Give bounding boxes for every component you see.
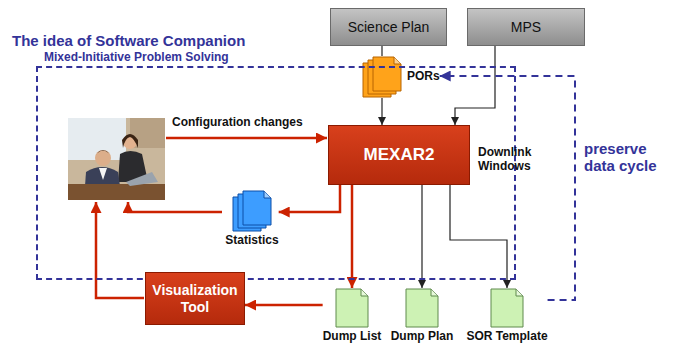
document-label: SOR Template [466,330,547,344]
document-sheet [243,191,271,225]
arrow-label: Configuration changes [172,115,303,129]
dashed-region: The idea of Software CompanionMixed-Init… [36,66,516,280]
connector [351,185,354,288]
photo-laptop [126,172,158,186]
photo-background [68,118,165,200]
sheet-body [373,57,401,91]
edge-label: Downlink Windows [478,146,552,174]
document-label: Statistics [225,234,278,248]
document-stack [232,190,272,232]
sheet-body [491,289,523,327]
process-box: MEXAR2 [328,125,470,185]
tool-box: Visualization Tool [145,272,245,325]
document-stack: PORs [362,56,440,98]
sheet-body [243,191,271,225]
connector [381,98,382,125]
woman-hair [122,134,138,148]
document-icon [405,288,439,328]
edge-label: preserve data cycle [584,140,658,175]
input-box: MPS [467,8,585,46]
connector [440,76,575,300]
document-sheet [336,289,368,327]
sheet-body [336,289,368,327]
connector [381,46,382,56]
document-stack: Statistics [225,190,278,248]
people-photo [68,118,165,200]
man-shirt [99,168,107,180]
document-icon [335,288,369,328]
sheet-fold [361,289,368,296]
sheet-body [406,289,438,327]
document-label: Dump Plan [391,330,454,344]
connector [450,185,507,288]
document-sheet [373,57,401,91]
document-label: Dump List [323,330,382,344]
edge-group [245,46,575,305]
document-icon: Dump List [323,288,382,344]
config-arrow [166,137,327,140]
visualization-arrow [96,202,144,298]
document-sheet [406,289,438,327]
sheet-fold [431,289,438,296]
statistics-arrow [128,202,222,212]
box-label: Visualization Tool [152,282,238,314]
box-label: MPS [511,19,541,35]
region-heading: The idea of Software Companion [12,32,245,49]
document-label: PORs [407,70,440,84]
man-head [95,150,111,166]
woman-head [123,135,137,149]
sheet-fold [264,191,271,198]
connector [421,185,422,288]
document-icon: Dump Plan [391,288,454,344]
sheet-fold [516,289,523,296]
photo-desk [68,184,165,200]
connector [455,46,495,125]
connector [279,185,340,212]
sheet-fold [394,57,401,64]
document-stack [362,56,402,98]
input-box: Science Plan [330,8,447,46]
connector [245,304,323,307]
document-icon: SOR Template [466,288,547,344]
region-subheading: Mixed-Initiative Problem Solving [44,50,229,64]
document-sheet [491,289,523,327]
box-label: Science Plan [348,19,430,35]
box-label: MEXAR2 [364,145,435,165]
man-hair [95,150,111,156]
document-icon [490,288,524,328]
